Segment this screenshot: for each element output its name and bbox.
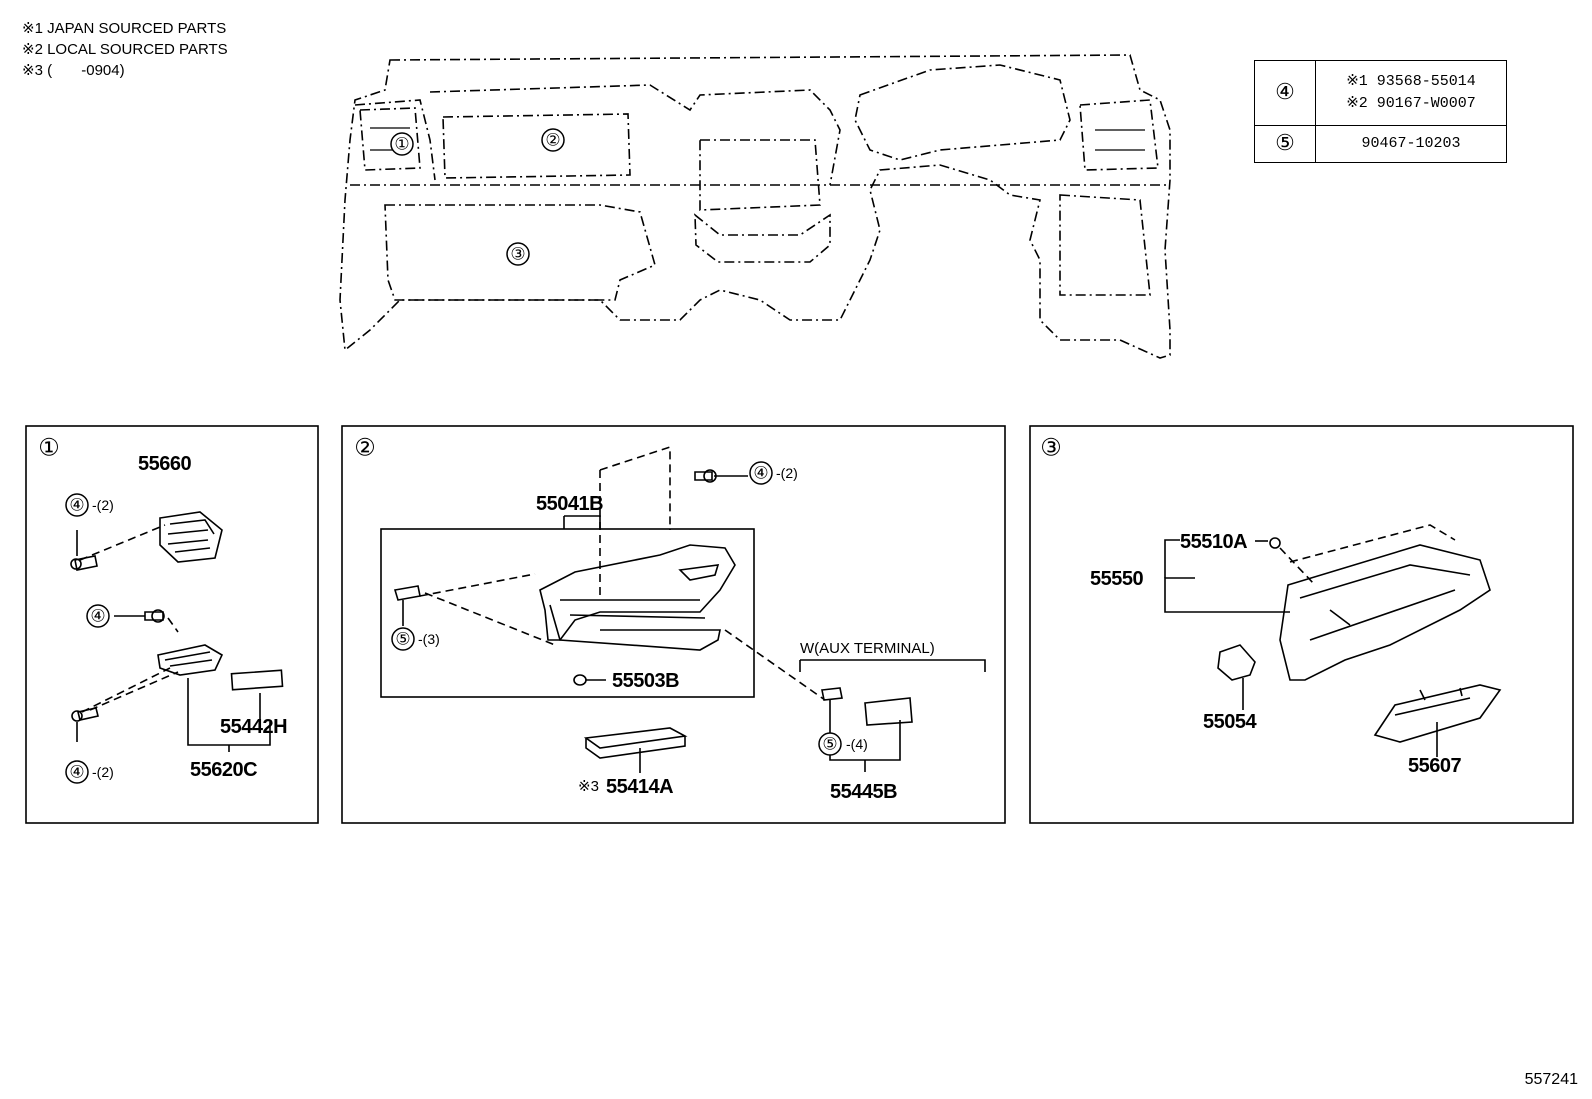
part-label-55445B: 55445B [830, 781, 897, 803]
clip-drawing [393, 585, 421, 601]
p2-qty5a: -(3) [418, 631, 440, 647]
part-label-55442H: 55442H [220, 716, 287, 738]
panel3-leader-lines [1164, 539, 1438, 757]
vent-slats [370, 127, 1145, 151]
ref-value-4-local: ※2 90167-W0007 [1346, 95, 1476, 112]
p1-ref4c: ④ [69, 763, 84, 782]
p2-qty5b: -(4) [846, 736, 868, 752]
p1-ref4b-ring [86, 604, 110, 628]
upper-panel-drawing [539, 544, 736, 651]
panel1-guide-lines [79, 524, 179, 713]
aux-terminal-label: W(AUX TERMINAL) [800, 640, 935, 657]
overview-callout-2: ② [545, 131, 560, 150]
note-date-range: ※3 ( -0904) [22, 62, 125, 79]
panel1-leader-lines [76, 530, 271, 752]
p2-qty4: -(2) [776, 465, 798, 481]
panel-1-number: ① [38, 435, 60, 462]
p1-ref4a: ④ [69, 496, 84, 515]
ref-row-5: ⑤ 90467-10203 [1254, 125, 1507, 163]
sub-vent-cover-drawing [230, 669, 284, 691]
part-label-55607: 55607 [1408, 755, 1461, 777]
finish-plate-drawing [583, 727, 688, 759]
part-label-55414A: 55414A [606, 776, 673, 798]
panel1-screw-upper [70, 555, 98, 571]
p2-note3: ※3 [578, 778, 599, 795]
note-japan-sourced: ※1 JAPAN SOURCED PARTS [22, 20, 227, 37]
panel2-guide-lines [419, 445, 826, 701]
p2-ref4-ring [749, 461, 773, 485]
ref-key-5: ⑤ [1254, 125, 1316, 163]
p2-ref5b-ring [818, 732, 842, 756]
panel2-leader-lines [402, 475, 986, 773]
p1-qty4c: -(2) [92, 764, 114, 780]
overview-callout-1: ① [394, 135, 409, 154]
panel2-screw-drawing [694, 469, 717, 483]
panel1-screw-middle [144, 609, 165, 623]
lower-panel-drawing [1373, 684, 1502, 743]
overview-callout-3-ring [506, 242, 530, 266]
source-notes: ※1 JAPAN SOURCED PARTS ※2 LOCAL SOURCED … [22, 18, 228, 81]
overview-callout-1-ring [390, 132, 414, 156]
panel3-guide-lines [1279, 524, 1456, 586]
glove-box-door-subframe [380, 528, 755, 698]
p1-qty4a: -(2) [92, 497, 114, 513]
ref-row-4: ④ ※1 93568-55014 ※2 90167-W0007 [1254, 60, 1507, 126]
part-label-55660: 55660 [138, 453, 191, 475]
panel-2-border [341, 425, 1006, 824]
p1-ref4c-ring [65, 760, 89, 784]
p2-ref4: ④ [753, 464, 768, 483]
p1-ref4a-ring [65, 493, 89, 517]
aux-terminal-bracket-drawing [821, 687, 913, 726]
p2-ref5a: ⑤ [395, 630, 410, 649]
p2-ref5a-ring [391, 627, 415, 651]
panel-2-number: ② [354, 435, 376, 462]
glove-compartment-door-drawing [1279, 544, 1491, 681]
sub-vent-housing-drawing [157, 644, 224, 676]
p1-ref4b: ④ [90, 607, 105, 626]
cushion-drawing [573, 674, 587, 686]
p2-ref5b: ⑤ [822, 735, 837, 754]
part-label-55503B: 55503B [612, 670, 679, 692]
dashboard-overview [339, 54, 1171, 359]
panel-3-border [1029, 425, 1574, 824]
part-label-55054: 55054 [1203, 711, 1257, 733]
part-label-55510A: 55510A [1180, 531, 1247, 553]
overview-callout-3: ③ [510, 245, 525, 264]
ref-values-4: ※1 93568-55014 ※2 90167-W0007 [1315, 60, 1507, 126]
panel-3-number: ③ [1040, 435, 1062, 462]
bumper-stopper-drawing [1269, 537, 1281, 549]
note-local-sourced: ※2 LOCAL SOURCED PARTS [22, 41, 228, 58]
fastener-reference-table: ④ ※1 93568-55014 ※2 90167-W0007 ⑤ 90467-… [1254, 60, 1507, 163]
ref-value-4-japan: ※1 93568-55014 [1346, 73, 1476, 90]
part-label-55041B: 55041B [536, 493, 603, 515]
part-label-55620C: 55620C [190, 759, 257, 781]
ref-value-5: 90467-10203 [1315, 125, 1507, 163]
glove-box-damper-drawing [1217, 644, 1256, 681]
panel-1-border [25, 425, 319, 824]
side-register-vent-drawing [159, 511, 223, 563]
illustration-code: 557241 [1524, 1071, 1578, 1088]
overview-callout-2-ring [541, 128, 565, 152]
part-label-55550: 55550 [1090, 568, 1143, 590]
